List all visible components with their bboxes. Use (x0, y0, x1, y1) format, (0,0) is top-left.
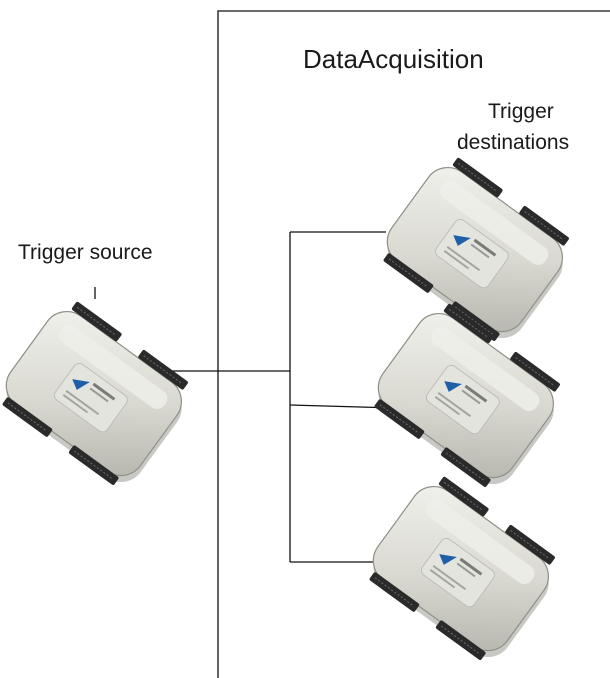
data-acquisition-boundary (217, 10, 610, 678)
trigger-source-device (0, 293, 201, 495)
trigger-source-label: Trigger source (18, 241, 153, 264)
trigger-destination-device-1 (372, 149, 582, 351)
trigger-connections (150, 231, 397, 563)
trigger-destination-device-3 (358, 468, 568, 670)
trigger-destinations-label-line1: Trigger (488, 100, 554, 123)
data-acquisition-title: DataAcquisition (303, 44, 484, 74)
trigger-destinations-label-line2: destinations (457, 131, 570, 154)
trigger-destination-device-2 (363, 295, 573, 497)
